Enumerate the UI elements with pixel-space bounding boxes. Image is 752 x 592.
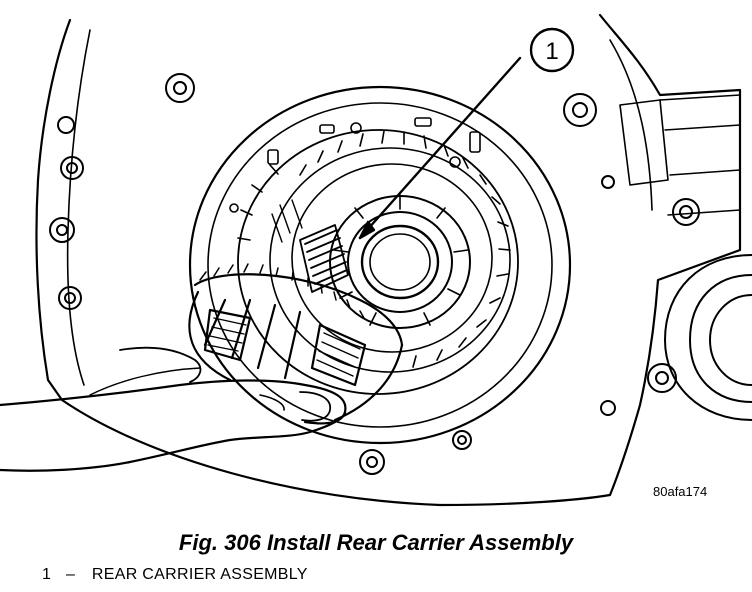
figure-caption: Fig. 306 Install Rear Carrier Assembly (178, 530, 574, 555)
center-hub (329, 194, 471, 329)
drawing-id: 80afa174 (653, 484, 708, 499)
ring-slots (229, 117, 481, 213)
case-bore (188, 85, 572, 445)
callout-number: 1 (545, 38, 558, 65)
legend-number: 1 (42, 566, 52, 583)
legend-label: REAR CARRIER ASSEMBLY (91, 566, 308, 583)
transmission-case (35, 13, 742, 507)
callout-circle (529, 27, 575, 73)
output-housing (664, 254, 752, 421)
technical-illustration: 1 (0, 13, 752, 507)
clutch-ring (237, 130, 511, 373)
legend-item: 1 – REAR CARRIER ASSEMBLY (42, 566, 308, 584)
legend-separator: – (65, 566, 76, 583)
callout-leader (358, 56, 522, 240)
technician-hand (0, 346, 347, 472)
shaft-splines (271, 199, 349, 293)
rear-carrier-assembly (188, 263, 404, 422)
case-bolts (49, 73, 700, 475)
